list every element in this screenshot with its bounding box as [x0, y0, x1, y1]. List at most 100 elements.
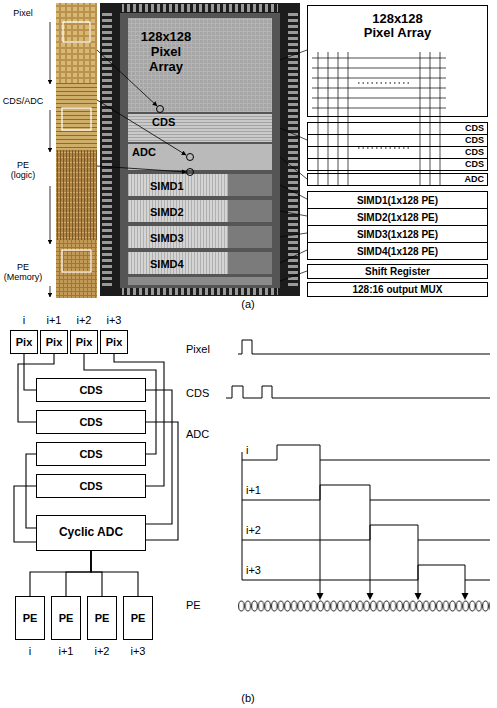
row-line [312, 98, 446, 99]
adc-waveform [242, 565, 490, 580]
index-label: i+2 [87, 645, 117, 658]
wire [91, 551, 138, 596]
pixel-grid [312, 52, 446, 186]
chip-package [100, 3, 300, 296]
column-line [328, 52, 329, 186]
bond-pads [288, 12, 298, 288]
node-text: PE [95, 612, 110, 624]
signal-label: PE [186, 599, 216, 612]
ellipsis-dots [358, 147, 412, 148]
pixel-array-region [128, 18, 272, 112]
index-label: i+2 [246, 524, 276, 537]
cds-block: CDS [307, 158, 488, 171]
pe-clock [238, 599, 490, 613]
arrow-head [367, 593, 374, 600]
wire [14, 486, 36, 542]
node-text: CDS [79, 480, 102, 492]
simd-region [128, 226, 228, 248]
leader-line [280, 50, 307, 60]
ellipsis-dots [358, 82, 412, 83]
shift-register-block: Shift Register [307, 264, 488, 279]
signal-label: ADC [186, 428, 226, 441]
node-text: PE [131, 612, 146, 624]
pixel-box: Pix [10, 330, 38, 354]
pe-box: PE [123, 596, 153, 640]
column-line [318, 52, 319, 186]
node-text: Pix [16, 336, 33, 348]
cds-box: CDS [36, 442, 146, 466]
figure-label: (b) [228, 692, 268, 705]
marker-circle [157, 106, 164, 113]
chip-label: CDS [152, 116, 192, 129]
bond-pads [122, 4, 278, 12]
node-text: Pix [76, 336, 93, 348]
cds-box: CDS [36, 474, 146, 498]
leader-line [280, 185, 307, 199]
chip-label: SIMD3 [150, 232, 200, 245]
simd-memory-region [228, 200, 272, 222]
row-line [312, 58, 446, 59]
node-text: SIMD4(1x128 PE) [357, 246, 438, 257]
node-text: CDS [465, 148, 484, 158]
wire [26, 454, 36, 528]
leader-lines [280, 50, 307, 281]
pe-box: PE [87, 596, 117, 640]
node-text: CDS [465, 160, 484, 170]
leader-line [280, 250, 307, 263]
part-label: PE (logic) [5, 160, 41, 181]
node-text: CDS [465, 136, 484, 146]
chip-label: SIMD4 [150, 258, 200, 271]
part-label: PE (Memory) [1, 262, 45, 283]
highlight-box [63, 22, 90, 42]
cds-region [128, 114, 272, 142]
pointer-arrow [97, 166, 186, 172]
column-line [440, 52, 441, 186]
wire [84, 354, 156, 454]
node-text: Shift Register [365, 266, 430, 277]
bond-pads [102, 12, 112, 288]
adc-waveform [242, 445, 490, 460]
cds-box: CDS [36, 378, 146, 402]
index-label: i+1 [39, 314, 69, 327]
adc-block: ADC [307, 173, 488, 186]
index-label: i+3 [99, 314, 129, 327]
simd-block: SIMD1(1x128 PE) [307, 191, 488, 209]
wire [30, 551, 91, 596]
part-label: CDS/ADC [1, 96, 45, 106]
adc-waveform [242, 485, 490, 500]
node-text: Pix [106, 336, 123, 348]
wire [24, 354, 36, 390]
highlight-box [62, 108, 91, 130]
index-label: i+2 [69, 314, 99, 327]
index-label: i+1 [51, 645, 81, 658]
part-label: Pixel [1, 8, 45, 18]
cds-box: CDS [36, 410, 146, 434]
pe-logic-micrograph [56, 150, 97, 240]
node-text: Pix [46, 336, 63, 348]
pixel-micrograph [56, 3, 97, 83]
index-label: i+3 [246, 564, 276, 577]
wire [66, 551, 91, 596]
row-line [312, 78, 446, 79]
node-text: CDS [79, 448, 102, 460]
extent-arrow [50, 22, 51, 84]
node-text: PE [23, 612, 38, 624]
pixel-array-block: 128x128 Pixel Array [307, 5, 488, 117]
row-line [312, 68, 446, 69]
simd-memory-region [228, 174, 272, 196]
cds-adc-micrograph [56, 83, 97, 150]
simd-block: SIMD2(1x128 PE) [307, 208, 488, 226]
chip-label: SIMD1 [150, 180, 200, 193]
node-text: SIMD1(1x128 PE) [357, 195, 438, 206]
pixel-waveform [238, 340, 490, 354]
pe-box: PE [15, 596, 45, 640]
leader-line [280, 233, 307, 237]
node-text: 128x128 Pixel Array [358, 12, 438, 41]
pixel-box: Pix [100, 330, 128, 354]
extent-arrow [50, 286, 51, 297]
simd-block: SIMD4(1x128 PE) [307, 242, 488, 260]
column-line [348, 52, 349, 186]
simd-region [128, 200, 228, 222]
leader-line [280, 271, 307, 281]
node-text: CDS [79, 384, 102, 396]
